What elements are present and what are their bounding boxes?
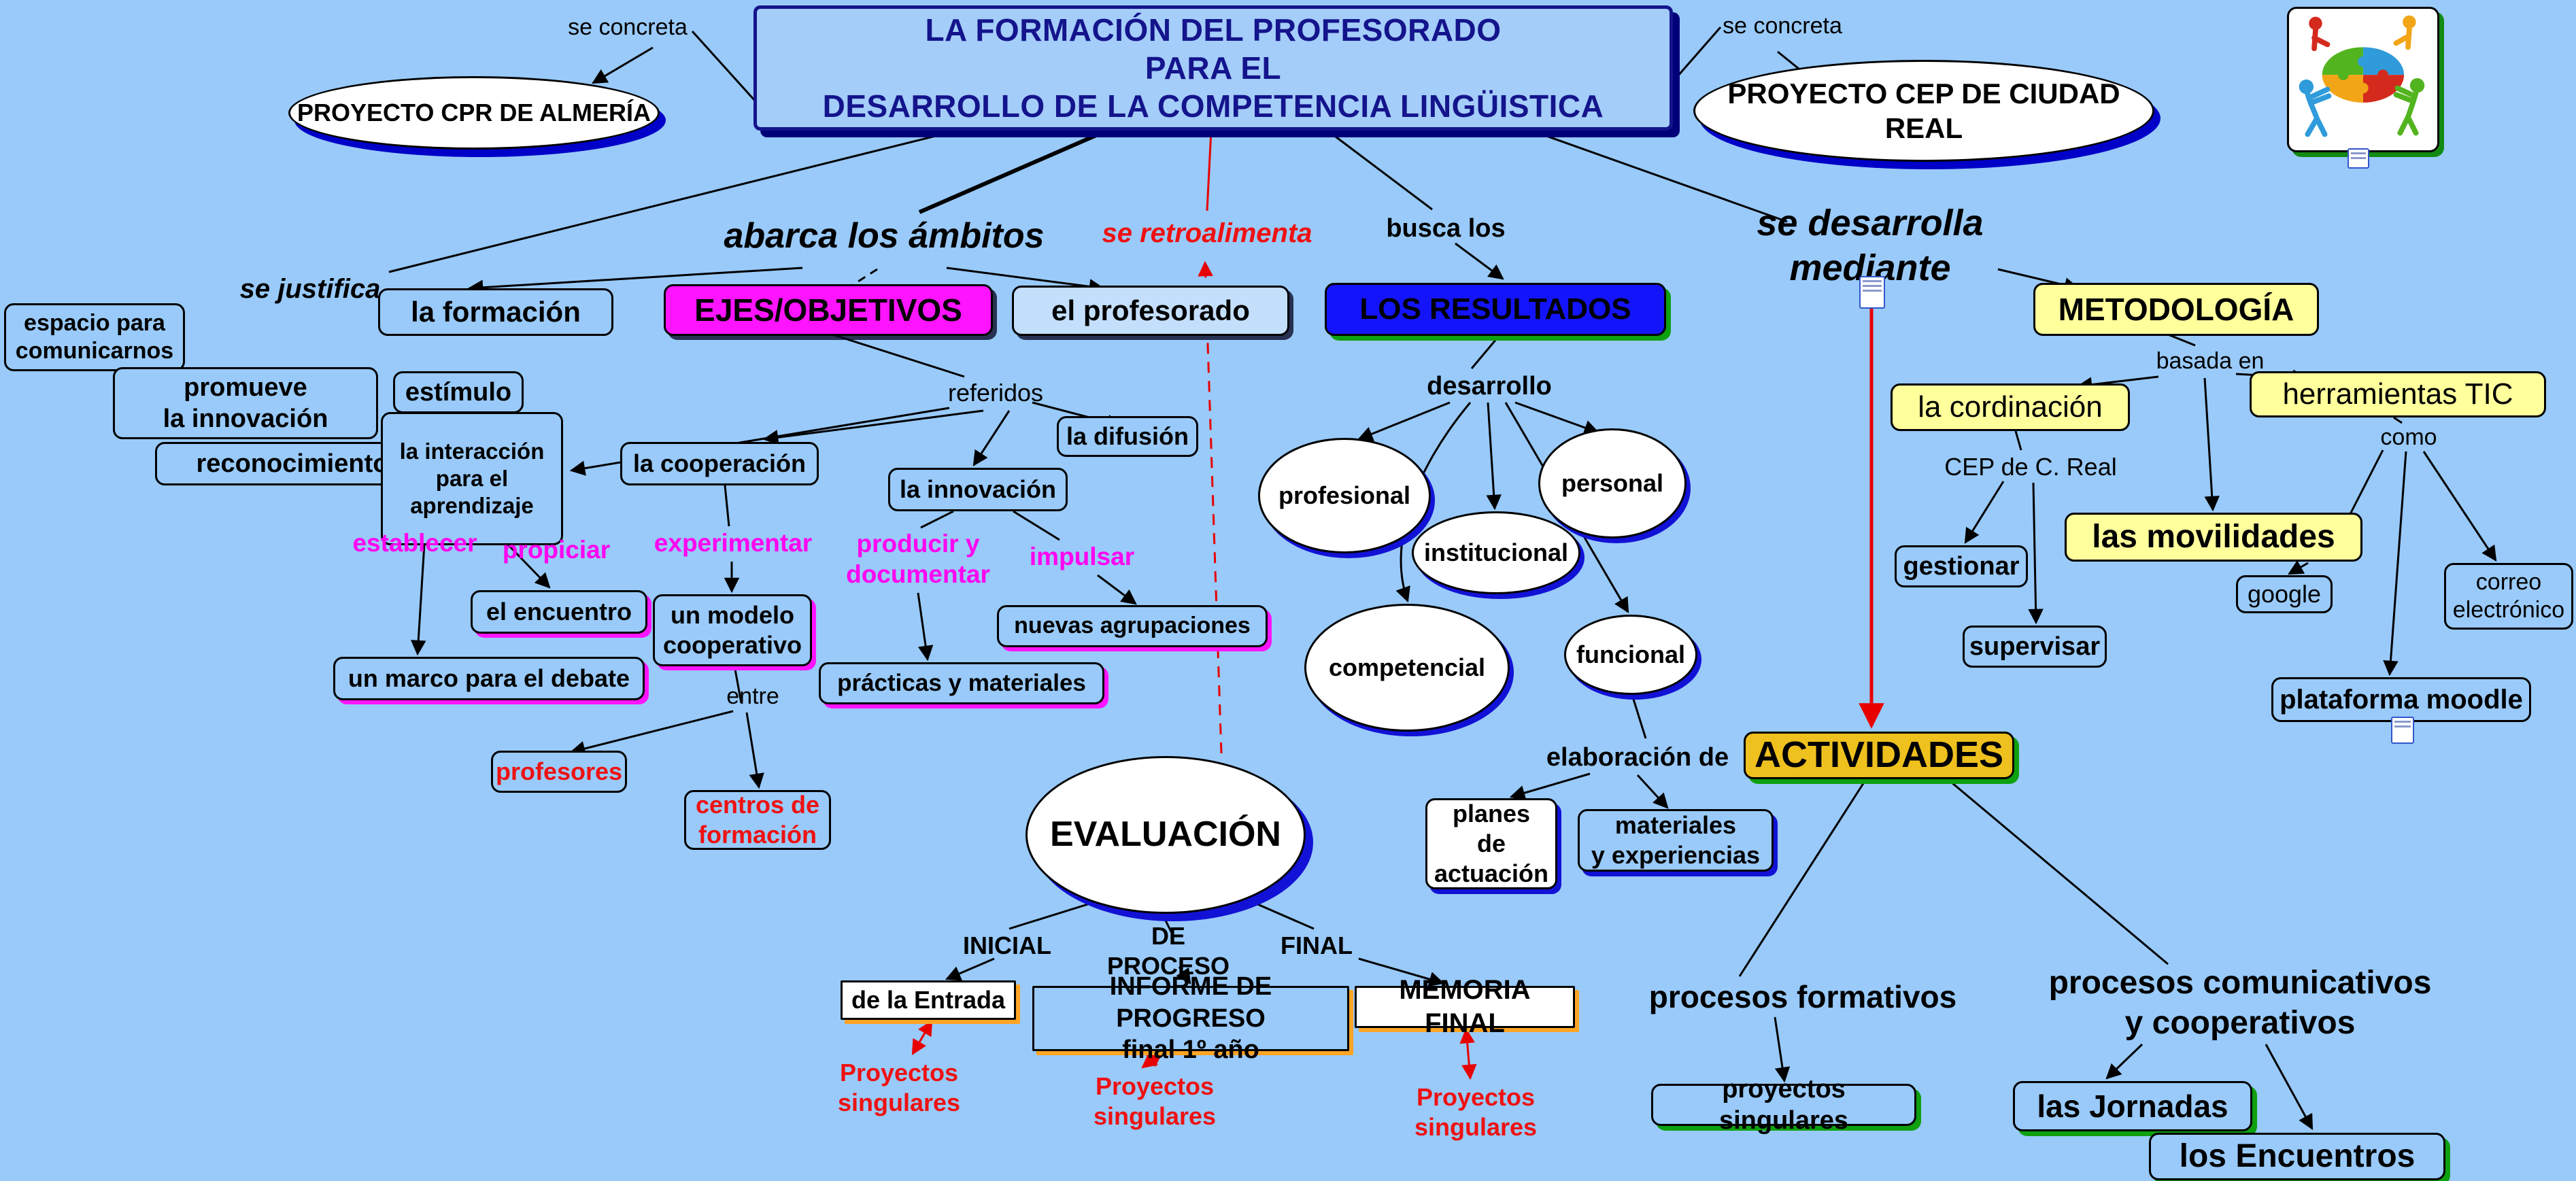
link-como[interactable]: como xyxy=(2380,424,2437,451)
node-practicas-materiales[interactable]: prácticas y materiales xyxy=(819,662,1104,704)
link-producir-documentar[interactable]: producir y documentar xyxy=(846,529,990,588)
node-proyecto-cpr-almeria[interactable]: PROYECTO CPR DE ALMERÍA xyxy=(288,76,660,150)
node-competencial[interactable]: competencial xyxy=(1304,604,1510,732)
node-estimulo[interactable]: estímulo xyxy=(393,371,524,413)
node-la-cooperacion[interactable]: la cooperación xyxy=(620,442,819,485)
link-establecer[interactable]: establecer xyxy=(352,529,477,558)
node-plataforma-moodle[interactable]: plataforma moodle xyxy=(2271,677,2531,722)
link-basada-en[interactable]: basada en xyxy=(2156,348,2265,375)
puzzle-graphic xyxy=(2299,15,2425,137)
node-personal[interactable]: personal xyxy=(1538,428,1687,538)
node-profesional[interactable]: profesional xyxy=(1258,438,1431,553)
node-ejes-objetivos[interactable]: EJES/OBJETIVOS xyxy=(664,284,993,336)
node-correo-electronico[interactable]: correo electrónico xyxy=(2444,563,2573,630)
node-las-jornadas[interactable]: las Jornadas xyxy=(2013,1081,2252,1131)
node-espacio-comunicarnos[interactable]: espacio para comunicarnos xyxy=(4,303,185,371)
link-procesos-comunicativos[interactable]: procesos comunicativos y cooperativos xyxy=(2048,965,2432,1041)
link-proyectos-singulares-3[interactable]: Proyectos singulares xyxy=(1414,1083,1538,1141)
node-profesores[interactable]: profesores xyxy=(491,751,627,793)
node-metodologia[interactable]: METODOLOGÍA xyxy=(2033,283,2319,336)
node-la-formacion[interactable]: la formación xyxy=(378,288,613,336)
node-los-encuentros[interactable]: los Encuentros xyxy=(2149,1133,2445,1180)
node-materiales-experiencias[interactable]: materiales y experiencias xyxy=(1578,809,1774,872)
link-se-concreta-left[interactable]: se concreta xyxy=(568,14,688,41)
link-de-proceso[interactable]: DE PROCESO xyxy=(1106,922,1230,980)
map-title[interactable]: LA FORMACIÓN DEL PROFESORADO PARA EL DES… xyxy=(753,5,1673,131)
link-impulsar[interactable]: impulsar xyxy=(1029,543,1135,571)
link-se-retroalimenta[interactable]: se retroalimenta xyxy=(1102,218,1312,248)
link-se-justifica[interactable]: se justifica xyxy=(239,273,381,304)
node-actividades[interactable]: ACTIVIDADES xyxy=(1744,732,2014,779)
link-desarrollo[interactable]: desarrollo xyxy=(1427,371,1552,400)
node-supervisar[interactable]: supervisar xyxy=(1963,626,2107,668)
node-marco-debate[interactable]: un marco para el debate xyxy=(333,657,645,700)
node-gestionar[interactable]: gestionar xyxy=(1895,545,2028,587)
node-nuevas-agrupaciones[interactable]: nuevas agrupaciones xyxy=(997,605,1268,647)
link-cep-de-c-real[interactable]: CEP de C. Real xyxy=(1944,453,2117,481)
collaboration-puzzle-logo[interactable] xyxy=(2287,7,2439,152)
mediante-resource-icon[interactable] xyxy=(1859,276,1885,309)
node-institucional[interactable]: institucional xyxy=(1412,511,1580,594)
link-referidos[interactable]: referidos xyxy=(947,379,1044,407)
link-proyectos-singulares-1[interactable]: Proyectos singulares xyxy=(837,1059,961,1116)
logo-resource-icon[interactable] xyxy=(2348,148,2369,169)
link-procesos-formativos[interactable]: procesos formativos xyxy=(1648,978,1957,1014)
link-se-concreta-right[interactable]: se concreta xyxy=(1723,13,1842,39)
node-herramientas-tic[interactable]: herramientas TIC xyxy=(2250,371,2546,417)
node-promueve-innovacion[interactable]: promueve la innovación xyxy=(113,367,378,439)
node-la-innovacion[interactable]: la innovación xyxy=(888,468,1068,511)
link-experimentar[interactable]: experimentar xyxy=(654,529,813,558)
node-proyectos-singulares[interactable]: proyectos singulares xyxy=(1651,1075,1916,1135)
moodle-resource-icon[interactable] xyxy=(2391,717,2414,744)
node-de-la-entrada[interactable]: de la Entrada xyxy=(841,980,1016,1020)
link-proyectos-singulares-2[interactable]: Proyectos singulares xyxy=(1093,1072,1217,1130)
node-las-movilidades[interactable]: las movilidades xyxy=(2065,513,2362,562)
node-informe-progreso[interactable]: INFORME DE PROGRESO final 1º año xyxy=(1032,972,1349,1064)
node-memoria-final[interactable]: MEMORIA FINAL xyxy=(1355,975,1575,1038)
link-propiciar[interactable]: propiciar xyxy=(502,536,611,564)
link-final[interactable]: FINAL xyxy=(1281,931,1353,960)
link-entre[interactable]: entre xyxy=(726,683,779,710)
node-evaluacion[interactable]: EVALUACIÓN xyxy=(1026,756,1306,914)
node-interaccion-aprendizaje[interactable]: la interacción para el aprendizaje xyxy=(381,412,563,545)
node-la-cordinacion[interactable]: la cordinación xyxy=(1891,383,2130,431)
node-el-profesorado[interactable]: el profesorado xyxy=(1012,286,1289,336)
link-busca-los[interactable]: busca los xyxy=(1386,213,1506,243)
node-el-encuentro[interactable]: el encuentro xyxy=(471,590,647,634)
link-elaboracion-de[interactable]: elaboración de xyxy=(1546,742,1729,772)
node-planes-actuacion[interactable]: planes de actuación xyxy=(1425,798,1557,889)
node-modelo-cooperativo[interactable]: un modelo cooperativo xyxy=(653,594,812,666)
node-centros-formacion[interactable]: centros de formación xyxy=(684,790,831,850)
link-abarca-los-ambitos[interactable]: abarca los ámbitos xyxy=(724,216,1045,256)
link-se-desarrolla-mediante[interactable]: se desarrolla mediante xyxy=(1757,203,1984,288)
link-inicial[interactable]: INICIAL xyxy=(963,931,1051,960)
node-funcional[interactable]: funcional xyxy=(1564,615,1697,695)
node-google[interactable]: google xyxy=(2236,575,2333,613)
node-los-resultados[interactable]: LOS RESULTADOS xyxy=(1325,283,1666,336)
node-la-difusion[interactable]: la difusión xyxy=(1057,416,1198,457)
node-proyecto-cep-ciudad-real[interactable]: PROYECTO CEP DE CIUDAD REAL xyxy=(1693,60,2154,162)
